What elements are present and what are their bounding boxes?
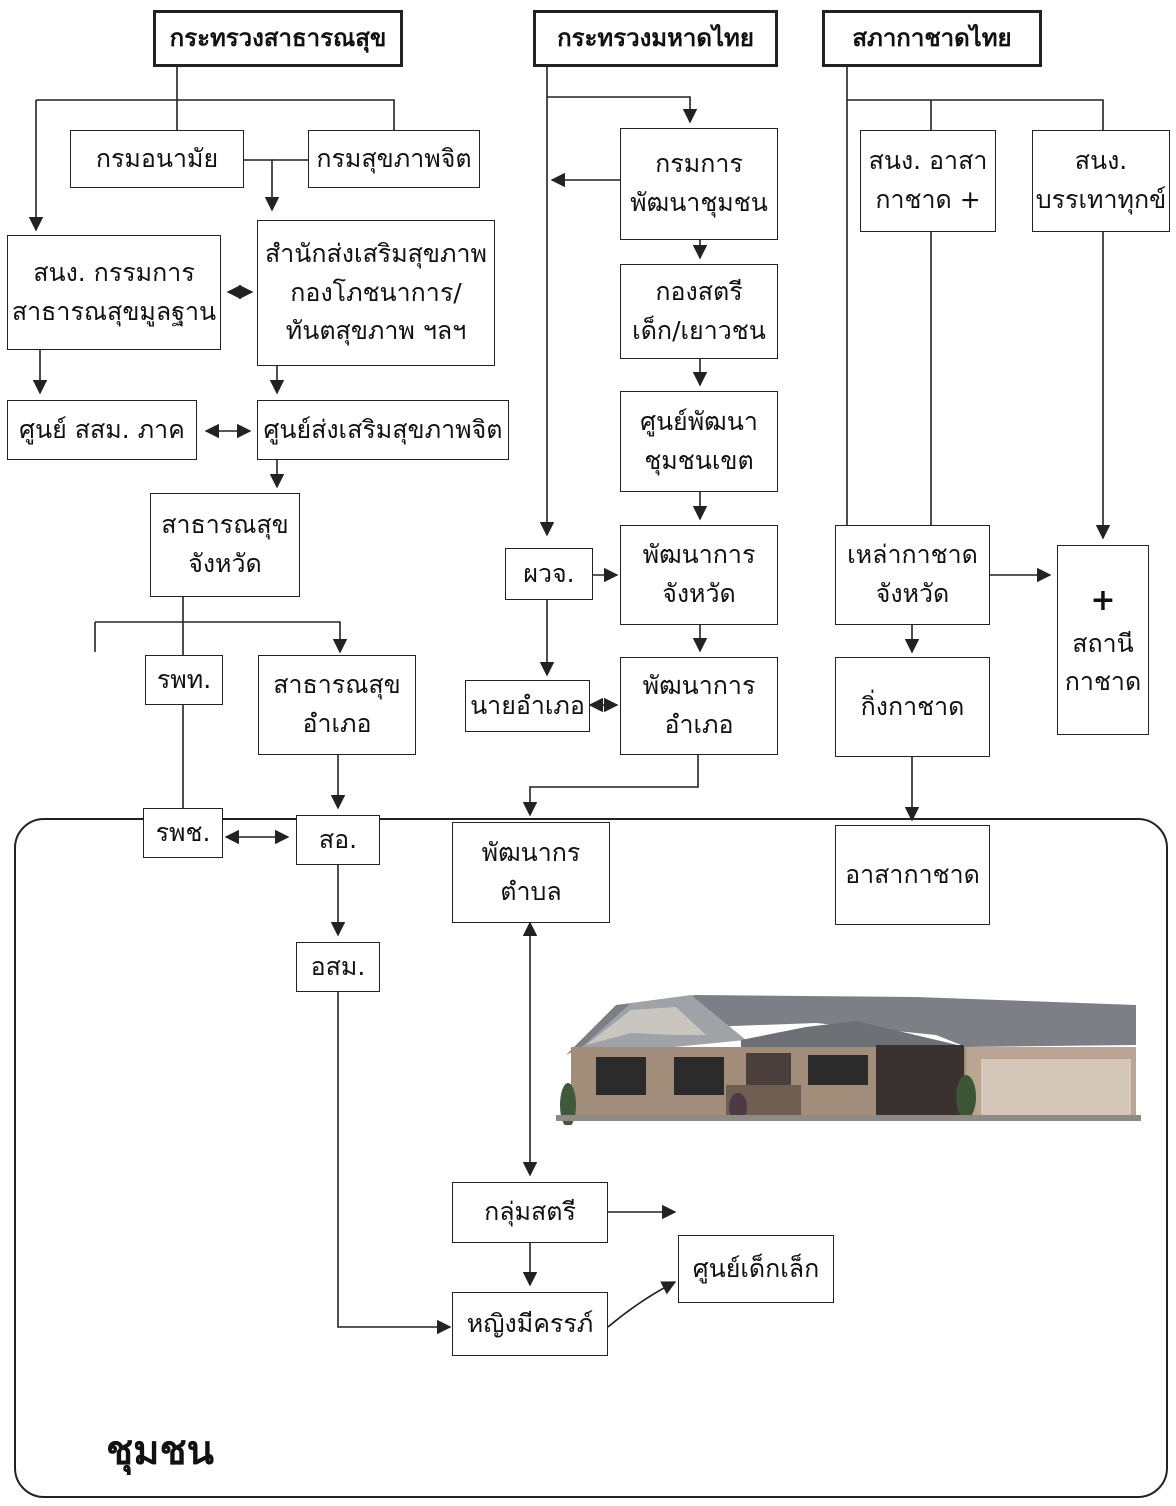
node-general-hospital: รพท. bbox=[145, 655, 223, 705]
node-subdistrict-dev-officer: พัฒนากรตำบล bbox=[452, 822, 610, 923]
node-red-cross-station: + สถานีกาชาด bbox=[1057, 545, 1149, 735]
node-women-youth-division: กองสตรีเด็ก/เยาวชน bbox=[620, 264, 778, 359]
node-provincial-health: สาธารณสุขจังหวัด bbox=[150, 493, 300, 597]
node-red-cross-volunteer: อาสากาชาด bbox=[835, 825, 990, 925]
community-frame bbox=[14, 818, 1168, 1498]
header-moi: กระทรวงมหาดไทย bbox=[533, 10, 778, 67]
house-image bbox=[556, 995, 1141, 1125]
node-volunteer-bureau: สนง. อาสากาชาด + bbox=[860, 130, 996, 232]
node-community-dev-center: ศูนย์พัฒนาชุมชนเขต bbox=[620, 391, 778, 492]
node-community-dev-dept: กรมการพัฒนาชุมชน bbox=[620, 128, 778, 240]
header-moph: กระทรวงสาธารณสุข bbox=[153, 10, 403, 67]
node-regional-center: ศูนย์ สสม. ภาค bbox=[7, 400, 197, 460]
node-anamai: กรมอนามัย bbox=[70, 130, 244, 188]
node-district-health: สาธารณสุขอำเภอ bbox=[258, 655, 416, 755]
node-district-chief: นายอำเภอ bbox=[465, 680, 590, 732]
node-sub-chapter: กิ่งกาชาด bbox=[835, 657, 990, 757]
node-relief-bureau: สนง.บรรเทาทุกข์ bbox=[1032, 130, 1170, 232]
community-label: ชุมชน bbox=[106, 1428, 215, 1474]
node-village-health-volunteer: อสม. bbox=[296, 942, 380, 992]
node-governor: ผวจ. bbox=[505, 548, 593, 600]
node-mental-promotion-center: ศูนย์ส่งเสริมสุขภาพจิต bbox=[257, 400, 509, 460]
node-district-dev: พัฒนาการอำเภอ bbox=[620, 657, 778, 755]
header-redcross: สภากาชาดไทย bbox=[822, 10, 1042, 67]
node-mental-health-dept: กรมสุขภาพจิต bbox=[308, 130, 480, 188]
node-primary-health-office: สนง. กรรมการสาธารณสุขมูลฐาน bbox=[7, 235, 221, 350]
node-health-promotion-bureau: สำนักส่งเสริมสุขภาพกองโภชนาการ/ทันตสุขภา… bbox=[257, 220, 495, 366]
node-child-center: ศูนย์เด็กเล็ก bbox=[678, 1235, 834, 1303]
node-pregnant-women: หญิงมีครรภ์ bbox=[452, 1292, 608, 1356]
node-provincial-chapter: เหล่ากาชาดจังหวัด bbox=[835, 525, 990, 625]
node-community-hospital: รพช. bbox=[143, 808, 223, 858]
node-provincial-dev: พัฒนาการจังหวัด bbox=[620, 525, 778, 625]
node-health-station: สอ. bbox=[296, 815, 380, 865]
node-women-group: กลุ่มสตรี bbox=[452, 1182, 608, 1243]
